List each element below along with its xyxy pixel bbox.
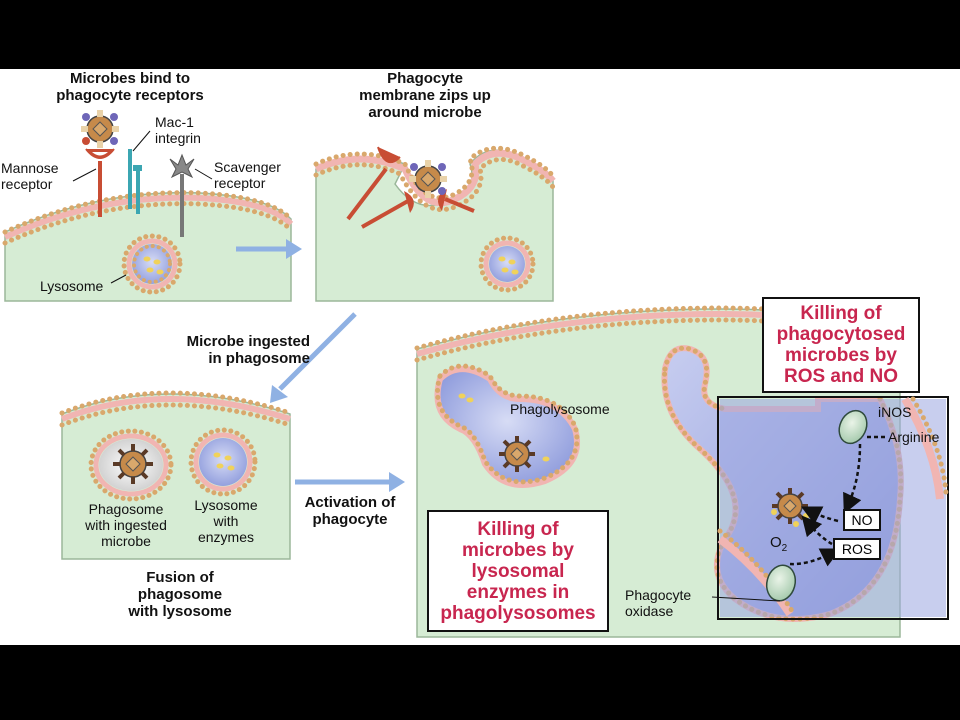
microbe-panel-2 bbox=[409, 160, 447, 198]
lysosome-leader-line bbox=[110, 274, 127, 284]
phagocyte-oxidase-label: Phagocyte oxidase bbox=[625, 587, 692, 619]
lysosomal-killing-text: Killing of microbes by lysosomal enzymes… bbox=[440, 518, 596, 624]
no-box: NO bbox=[843, 509, 881, 531]
diagram-canvas: Microbes bind to phagocyte receptors Mac… bbox=[0, 69, 960, 645]
arrow-2-to-3 bbox=[270, 312, 357, 403]
lysosomal-killing-box: Killing of microbes by lysosomal enzymes… bbox=[427, 510, 609, 632]
ros-no-inset bbox=[711, 396, 949, 620]
ros-box: ROS bbox=[833, 538, 881, 560]
panel-1-title: Microbes bind to phagocyte receptors bbox=[56, 70, 204, 104]
arrow-1-to-2 bbox=[236, 239, 302, 259]
panel-3-phagosome bbox=[88, 428, 174, 502]
microbe-panel-1 bbox=[81, 110, 119, 148]
ros-no-killing-text: Killing of phagocytosed microbes by ROS … bbox=[776, 303, 906, 387]
no-label: NO bbox=[851, 512, 873, 528]
lysosome-enzymes-label: Lysosome with enzymes bbox=[194, 497, 258, 545]
arrow-ingest-label: Microbe ingested in phagosome bbox=[186, 333, 310, 367]
arrow-activation-label: Activation of phagocyte bbox=[304, 494, 396, 528]
mac1-leader-line bbox=[132, 130, 151, 152]
panel-3-lysosome bbox=[188, 427, 258, 497]
arrow-3-to-4 bbox=[295, 472, 405, 492]
lysosome-label: Lysosome bbox=[40, 278, 104, 294]
o2-subscript: 2 bbox=[781, 543, 788, 554]
panel-2-receptors bbox=[346, 146, 475, 229]
mannose-receptor-label: Mannose receptor bbox=[1, 160, 59, 192]
mac1-integrin-shape bbox=[128, 149, 142, 214]
mannose-leader-line bbox=[72, 168, 97, 182]
mannose-receptor-shape bbox=[85, 148, 115, 217]
panel-3-caption: Fusion of phagosome with lysosome bbox=[128, 569, 232, 620]
o2-label: O2 bbox=[770, 535, 810, 557]
panel-2-lysosome bbox=[478, 235, 536, 293]
panel-4-phagolysosome bbox=[434, 363, 580, 488]
ros-no-killing-box: Killing of phagocytosed microbes by ROS … bbox=[762, 297, 920, 393]
panel-1-lysosome bbox=[121, 233, 183, 295]
mac1-integrin-label: Mac-1 integrin bbox=[155, 114, 201, 146]
phagolysosome-label: Phagolysosome bbox=[510, 401, 610, 417]
phagosome-label: Phagosome with ingested microbe bbox=[85, 501, 167, 549]
panel-2-title: Phagocyte membrane zips up around microb… bbox=[359, 70, 491, 121]
o2-text: O bbox=[770, 534, 782, 551]
scavenger-receptor-shape bbox=[169, 153, 195, 237]
ros-label: ROS bbox=[841, 541, 873, 557]
scavenger-receptor-label: Scavenger receptor bbox=[214, 159, 281, 191]
scavenger-leader-line bbox=[194, 168, 213, 180]
inos-label: iNOS bbox=[878, 404, 912, 420]
arginine-label: Arginine bbox=[888, 429, 940, 445]
